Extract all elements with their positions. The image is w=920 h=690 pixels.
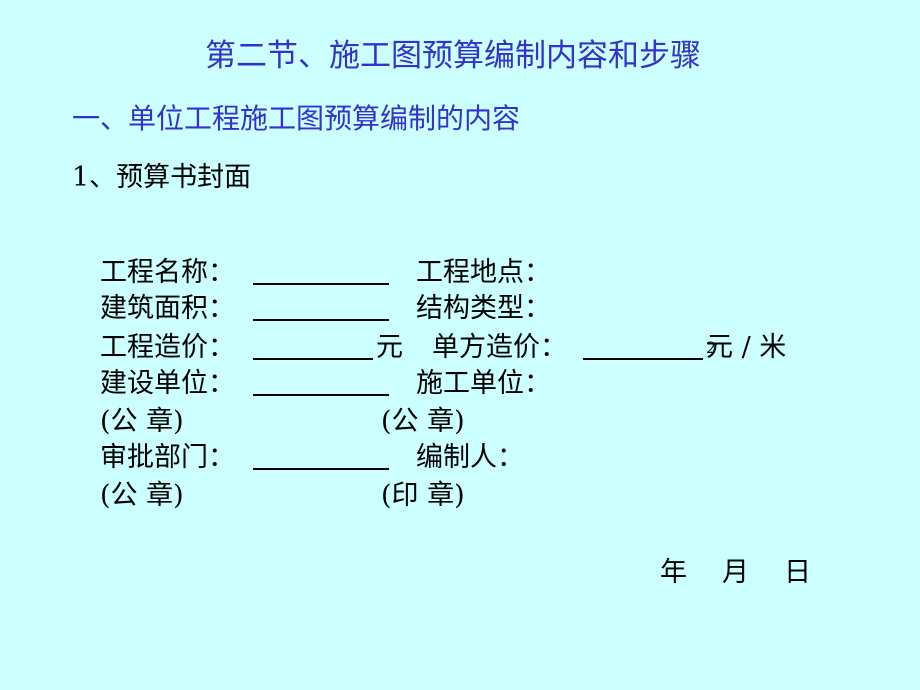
compiler-label: 编制人： <box>416 442 524 473</box>
unit-cost-blank <box>583 332 703 360</box>
project-name-blank <box>253 257 389 285</box>
project-location-label: 工程地点： <box>416 257 551 288</box>
client-unit-blank <box>253 368 389 396</box>
building-area-label: 建筑面积： <box>100 293 235 324</box>
building-area-blank <box>253 293 389 321</box>
project-cost-blank <box>253 332 373 360</box>
client-seal-label: (公 章) <box>100 406 184 437</box>
project-cost-unit: 元 <box>376 332 403 363</box>
approval-seal-label: (公 章) <box>100 480 184 511</box>
item-heading: 1、预算书封面 <box>72 162 252 193</box>
client-unit-label: 建设单位： <box>100 368 235 399</box>
date-month: 月 <box>722 557 749 588</box>
section-heading: 一、单位工程施工图预算编制的内容 <box>72 102 521 135</box>
approval-dept-blank <box>253 442 389 470</box>
contractor-unit-label: 施工单位： <box>416 368 551 399</box>
contractor-seal-label: (公 章) <box>381 406 465 437</box>
unit-cost-label: 单方造价： <box>432 332 567 363</box>
square-superscript: 2 <box>706 338 717 357</box>
project-name-label: 工程名称： <box>100 257 235 288</box>
date-year: 年 <box>660 557 687 588</box>
page-title: 第二节、施工图预算编制内容和步骤 <box>205 38 701 74</box>
approval-dept-label: 审批部门： <box>100 442 235 473</box>
date-day: 日 <box>784 557 811 588</box>
compiler-seal-label: (印 章) <box>381 480 465 511</box>
project-cost-label: 工程造价： <box>100 332 235 363</box>
structure-type-label: 结构类型： <box>416 293 551 324</box>
